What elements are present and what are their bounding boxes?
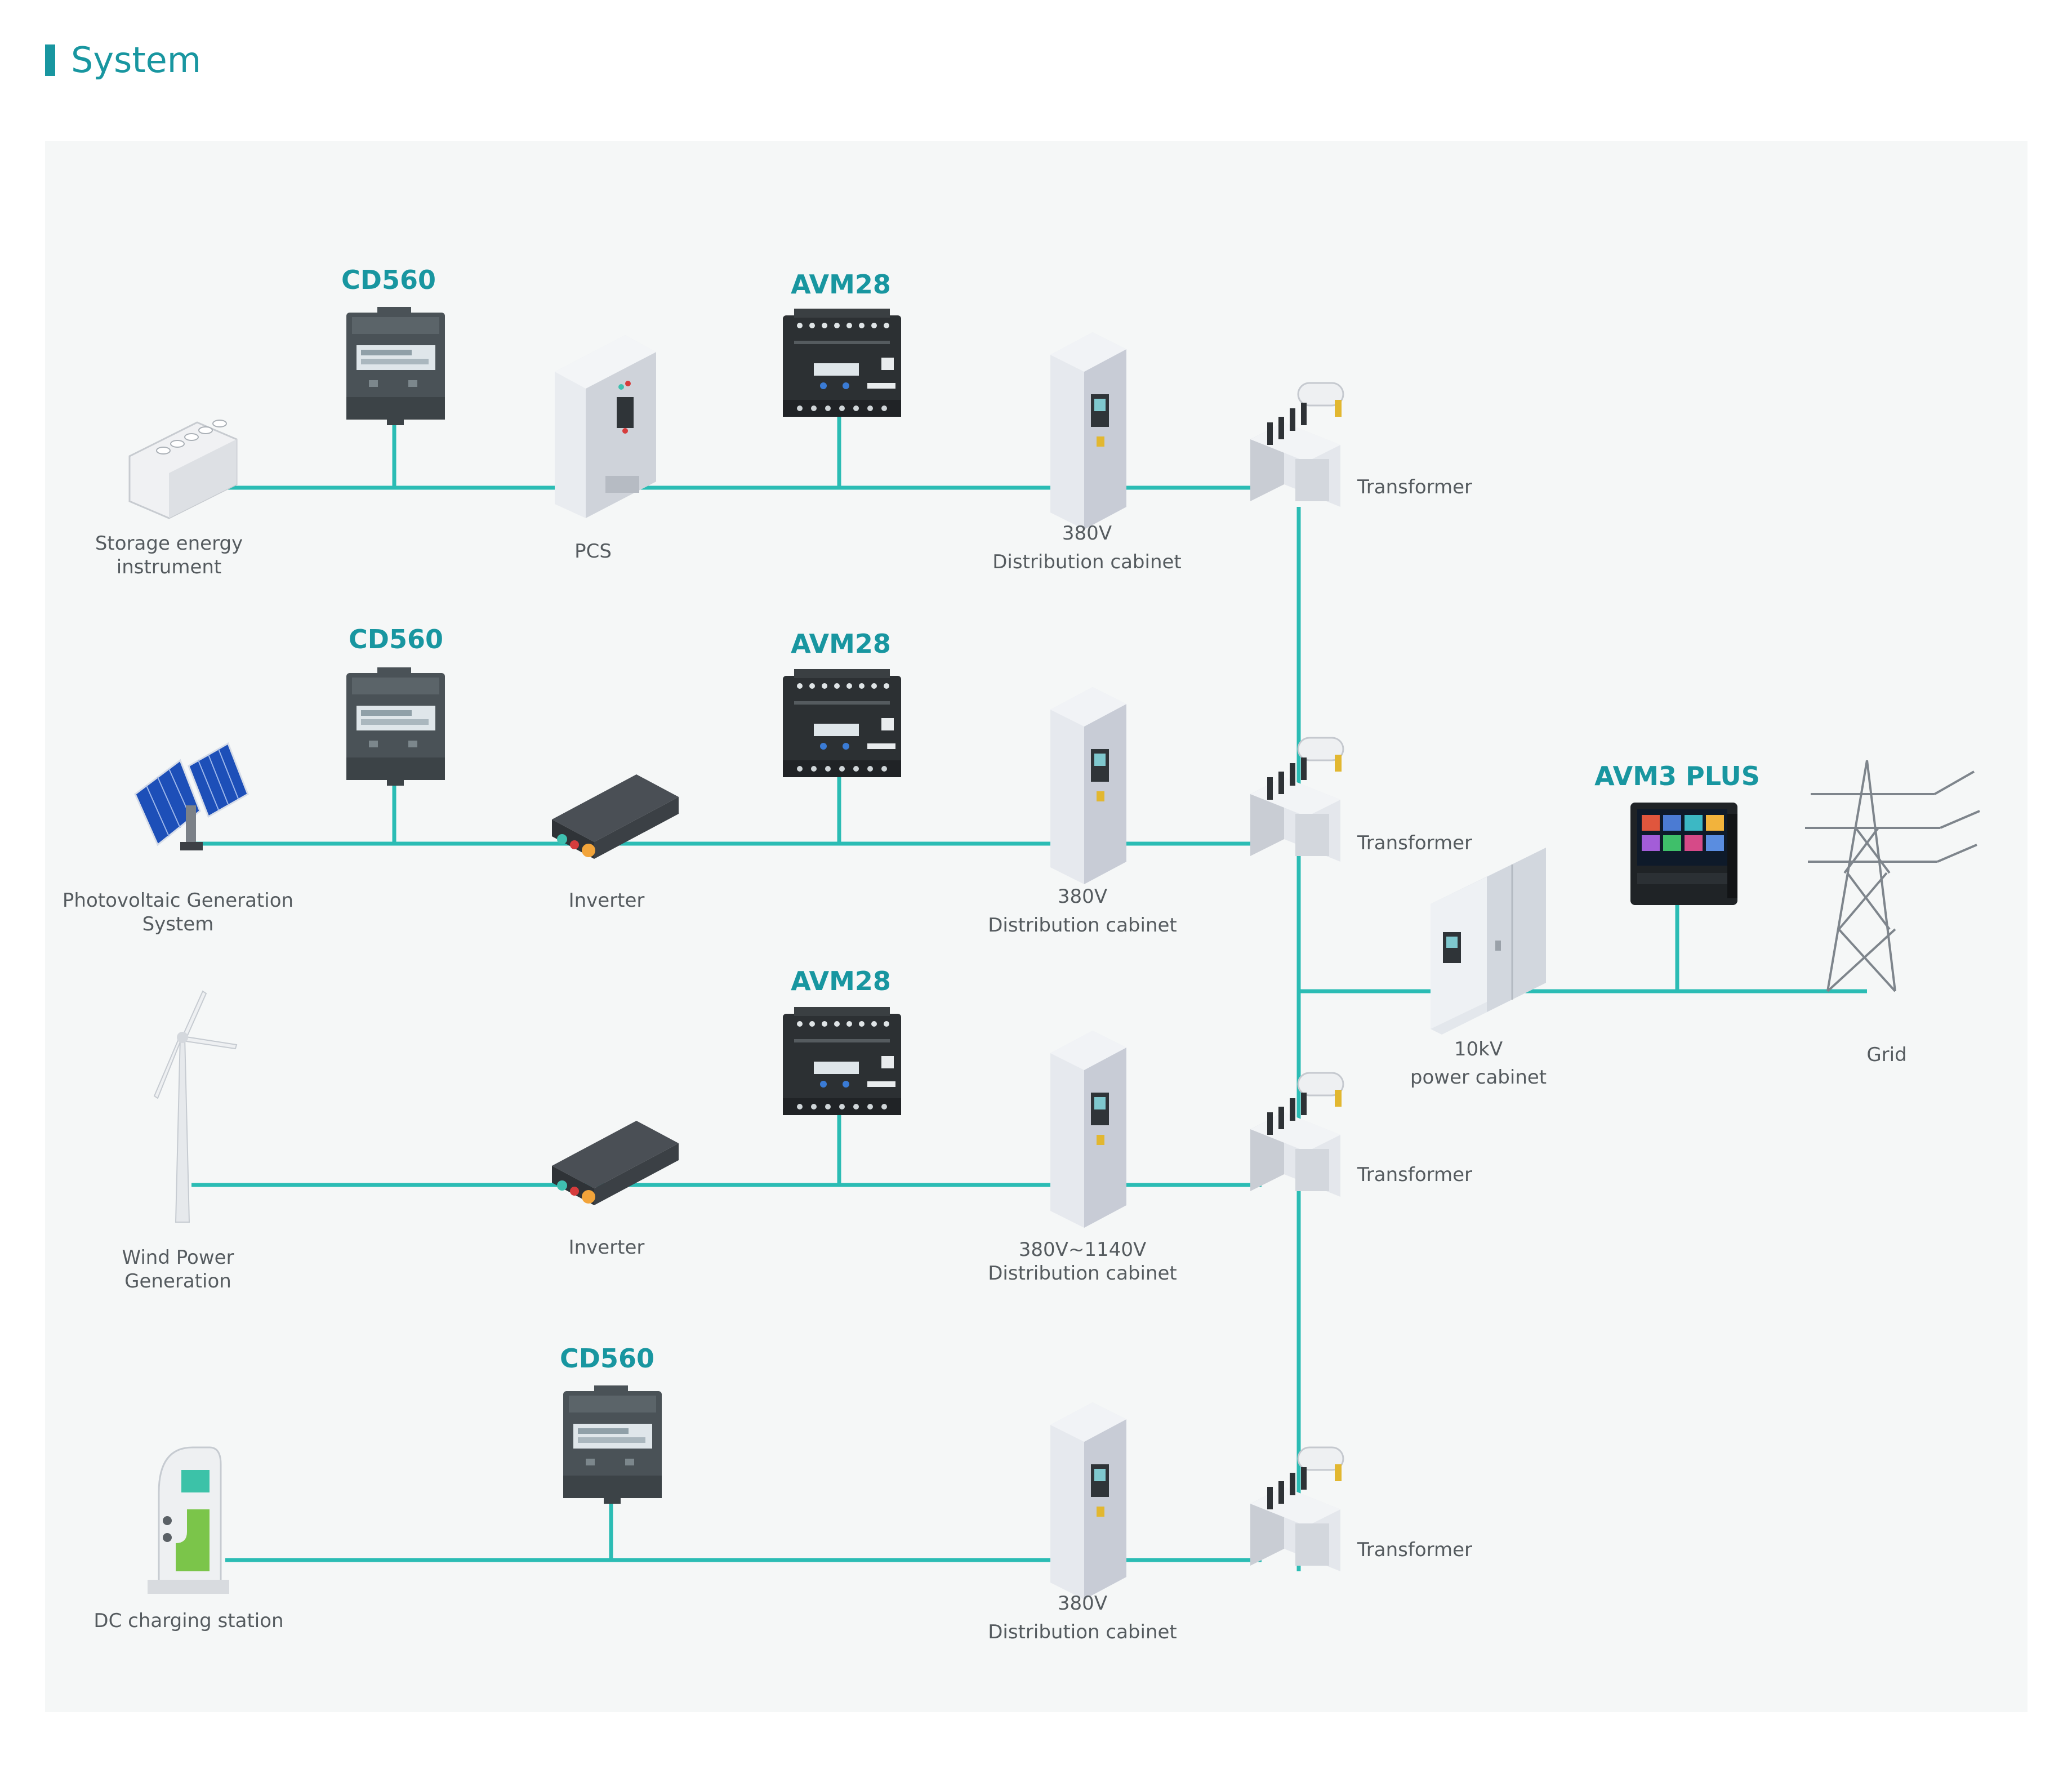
connection-lines [191, 411, 1867, 1571]
transformer-label-row3: Transformer [1357, 1164, 1472, 1186]
transformer-icon [1249, 382, 1344, 508]
pv-label-line1: Photovoltaic Generation [63, 889, 293, 912]
dc-charging-label: DC charging station [93, 1610, 283, 1632]
avm28-title-row2: AVM28 [791, 629, 891, 659]
distribution-cabinet-icon [1050, 1402, 1126, 1599]
cd560-title-row1: CD560 [341, 265, 436, 295]
dist-cabinet-row4-line1: 380V [1058, 1592, 1107, 1615]
avm28-title-row3: AVM28 [791, 966, 891, 996]
pcs-label: PCS [574, 540, 612, 563]
transformer-label-row1: Transformer [1357, 476, 1472, 498]
distribution-cabinet-icon [1050, 332, 1126, 529]
dist-cabinet-row3-line1: 380V~1140V [1019, 1238, 1146, 1261]
avm28-meter-icon [783, 669, 901, 777]
wind-label-line2: Generation [124, 1270, 231, 1293]
dist-cabinet-row1-line2: Distribution cabinet [992, 551, 1182, 573]
pv-label-line2: System [142, 913, 214, 935]
inverter-label-row3: Inverter [569, 1236, 645, 1259]
dist-cabinet-row4-line2: Distribution cabinet [988, 1621, 1177, 1643]
storage-energy-label-line2: instrument [117, 556, 222, 578]
dist-cabinet-row1-line1: 380V [1062, 522, 1112, 545]
distribution-cabinet-icon [1050, 1031, 1126, 1228]
cd560-title-row4: CD560 [560, 1343, 654, 1374]
dc-charging-station-icon [148, 1446, 229, 1594]
avm28-meter-icon [783, 1007, 901, 1115]
transformer-label-row4: Transformer [1357, 1539, 1472, 1561]
avm28-title-row1: AVM28 [791, 269, 891, 300]
storage-energy-instrument-icon [128, 420, 238, 519]
cd560-meter-icon [346, 667, 445, 786]
transformer-label-row2: Transformer [1357, 832, 1472, 854]
storage-energy-label-line1: Storage energy [95, 532, 243, 555]
cd560-meter-icon [346, 307, 445, 425]
avm28-meter-icon [783, 309, 901, 417]
dist-cabinet-row2-line2: Distribution cabinet [988, 914, 1177, 937]
wind-label-line1: Wind Power [122, 1246, 234, 1269]
wind-turbine-icon [153, 990, 238, 1223]
dist-cabinet-row3-line2: Distribution cabinet [988, 1262, 1177, 1285]
section-header: System [45, 39, 201, 81]
dist-cabinet-row2-line1: 380V [1058, 885, 1107, 908]
avm3plus-title: AVM3 PLUS [1594, 761, 1760, 791]
photovoltaic-panel-icon [134, 742, 249, 850]
cd560-meter-icon [563, 1385, 662, 1504]
avm3plus-display-icon [1630, 803, 1737, 905]
power-cabinet-label-line1: 10kV [1454, 1038, 1503, 1060]
inverter-icon [552, 1121, 679, 1205]
grid-tower-icon [1805, 760, 1980, 992]
inverter-label-row2: Inverter [569, 889, 645, 912]
header-accent-bar [45, 44, 55, 76]
pcs-cabinet-icon [555, 335, 656, 518]
power-cabinet-label-line2: power cabinet [1410, 1066, 1547, 1089]
10kv-power-cabinet-icon [1431, 848, 1546, 1035]
page-title: System [71, 39, 202, 81]
cd560-title-row2: CD560 [349, 624, 443, 654]
distribution-cabinet-icon [1050, 687, 1126, 884]
grid-label: Grid [1866, 1044, 1906, 1066]
inverter-icon [552, 774, 679, 859]
